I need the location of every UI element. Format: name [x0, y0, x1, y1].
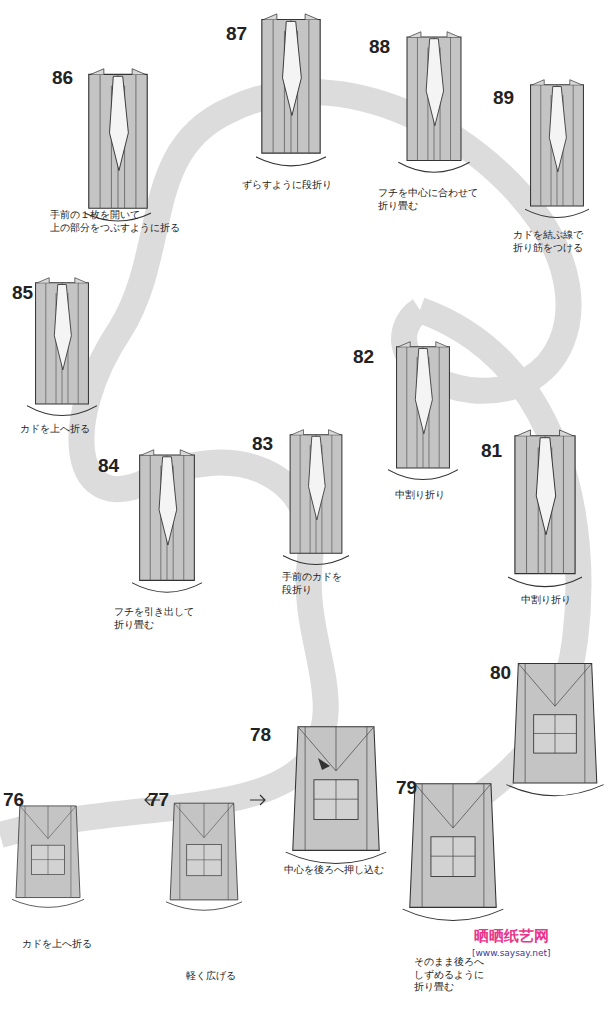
watermark-url: [www.saysay.net] [472, 948, 551, 959]
step-number: 88 [369, 35, 390, 59]
step-caption: 中心を後ろへ押し込む [284, 864, 388, 877]
watermark: 晒晒纸艺网 [474, 927, 549, 946]
step-caption: フチを中心に合わせて 折り畳む [378, 187, 482, 212]
step-number: 89 [493, 86, 514, 110]
step-caption: 中割り折り [395, 489, 449, 502]
step-caption: 中割り折り [521, 594, 575, 607]
step-number: 86 [52, 66, 73, 90]
step-number: 78 [250, 723, 271, 747]
step-number: 79 [396, 776, 417, 800]
step-caption: カドを上へ折る [22, 938, 96, 951]
step-caption: ずらすように段折り [242, 179, 336, 192]
step-number: 84 [98, 454, 119, 478]
step-caption: カドを結ぶ線で 折り筋をつける [513, 229, 587, 254]
step-caption: そのまま後ろへ しずめるように 折り畳む [414, 956, 488, 994]
step-number: 82 [353, 345, 374, 369]
step-caption: フチを引き出して 折り畳む [114, 606, 198, 631]
step-number: 83 [252, 432, 273, 456]
step-number: 87 [226, 22, 247, 46]
step-number: 85 [12, 281, 33, 305]
step-caption: 手前の１枚を開いて 上の部分をつぶすように折る [50, 209, 184, 234]
step-number: 77 [148, 788, 169, 812]
step-caption: カドを上へ折る [20, 423, 94, 436]
step-number: 76 [3, 788, 24, 812]
step-number: 80 [490, 661, 511, 685]
step-caption: 軽く広げる [186, 970, 240, 983]
step-caption: 手前のカドを 段折り [282, 571, 346, 596]
step-number: 81 [481, 439, 502, 463]
